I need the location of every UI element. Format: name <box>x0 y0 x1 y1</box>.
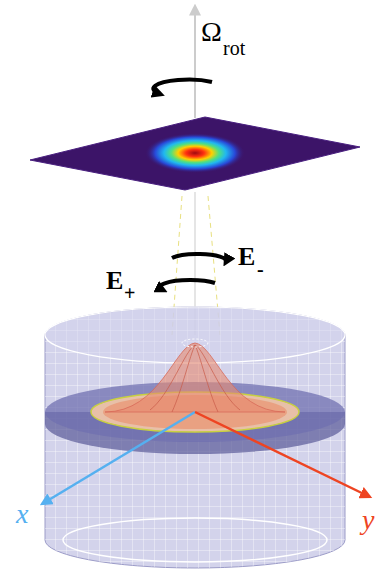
condensate-mesh <box>150 345 240 412</box>
field-symbol: E <box>238 244 255 270</box>
polarization-arrow <box>172 254 226 262</box>
axis-label: x <box>16 500 28 528</box>
rotation-axis <box>194 6 196 118</box>
density-plot <box>30 117 360 190</box>
field-symbol: E <box>106 268 123 294</box>
rotation-subscript: rot <box>223 38 245 58</box>
x-axis <box>42 412 195 504</box>
cylinder-grid <box>40 300 350 573</box>
density-peak <box>145 133 245 173</box>
beam-spot <box>182 339 208 347</box>
field-subscript: - <box>257 259 264 279</box>
cylinder-bottom <box>63 518 327 562</box>
y-axis <box>195 412 370 497</box>
polarization-arrow <box>160 280 215 290</box>
axis-label: y <box>362 506 374 534</box>
rotation-symbol: Ω <box>201 18 222 46</box>
field-subscript: + <box>124 283 135 303</box>
condensate-profile <box>105 343 285 412</box>
rotation-arrow <box>153 80 212 94</box>
